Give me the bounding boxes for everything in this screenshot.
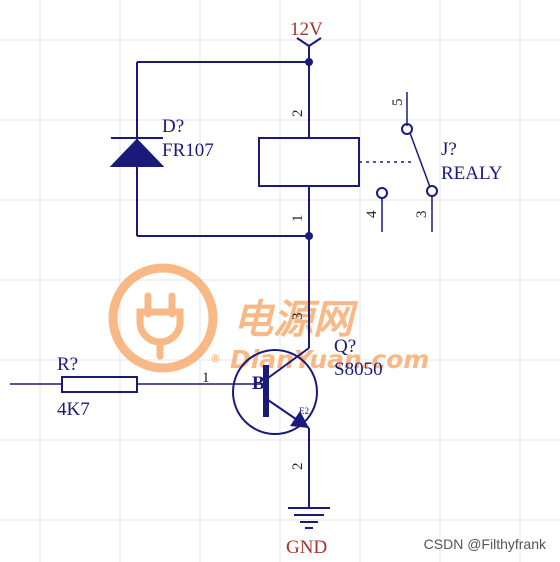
ground: GND xyxy=(286,507,330,558)
credit-text: CSDN @Filthyfrank xyxy=(423,536,546,552)
contact-pin-nc: 5 xyxy=(390,99,406,107)
plug-icon xyxy=(136,292,184,360)
transistor-envelope xyxy=(232,349,318,435)
transistor-ref: Q? xyxy=(334,336,356,357)
diode: D? FR107 xyxy=(109,116,214,167)
contact-common-terminal xyxy=(426,185,438,197)
watermark-en: DianYuan.com xyxy=(230,345,429,374)
contact-switch-arm xyxy=(409,132,431,188)
diode-ref: D? xyxy=(162,116,184,137)
contact-nc-terminal xyxy=(401,123,413,135)
watermark-cn: 电源网 xyxy=(233,297,359,343)
diode-value: FR107 xyxy=(162,140,214,161)
transistor-pin-base: 1 xyxy=(202,370,210,386)
transistor-pin-emitter-small: E2 xyxy=(299,406,309,416)
transistor-value: S8050 xyxy=(334,359,383,380)
resistor-value: 4K7 xyxy=(57,399,90,420)
coil-pin-bottom: 1 xyxy=(290,215,306,223)
watermark: 电源网 ® DianYuan.com xyxy=(108,263,429,374)
ground-label: GND xyxy=(286,537,327,558)
resistor: R? 4K7 xyxy=(57,354,138,420)
transistor-emitter-arrow xyxy=(290,411,309,428)
contact-pin-no: 4 xyxy=(364,210,380,218)
relay-ref: J? xyxy=(441,139,457,160)
contact-pin-common: 3 xyxy=(414,211,430,219)
watermark-registered: ® xyxy=(210,352,221,365)
transistor-pin-collector: 3 xyxy=(290,313,306,321)
power-12v: 12V xyxy=(290,19,323,47)
coil-pin-top: 2 xyxy=(290,110,306,118)
transistor-collector-leg xyxy=(267,347,310,379)
transistor-base-label: B xyxy=(252,373,265,394)
supply-label: 12V xyxy=(290,19,323,40)
junction-top xyxy=(305,58,313,66)
relay-contacts: 5 4 3 J? REALY xyxy=(364,92,503,232)
relay-coil: 2 1 xyxy=(258,110,414,223)
resistor-ref: R? xyxy=(57,354,78,375)
contact-no-terminal xyxy=(376,187,388,199)
relay-value: REALY xyxy=(441,163,503,184)
resistor-body xyxy=(61,376,138,393)
wires xyxy=(10,46,313,508)
transistor-pin-emitter: 2 xyxy=(290,463,306,471)
watermark-ring xyxy=(108,263,218,373)
junction-bottom xyxy=(305,232,313,240)
relay-coil-box xyxy=(258,137,360,187)
diode-triangle xyxy=(109,138,165,167)
transistor: B 1 3 2 E2 Q? S8050 xyxy=(202,313,383,471)
